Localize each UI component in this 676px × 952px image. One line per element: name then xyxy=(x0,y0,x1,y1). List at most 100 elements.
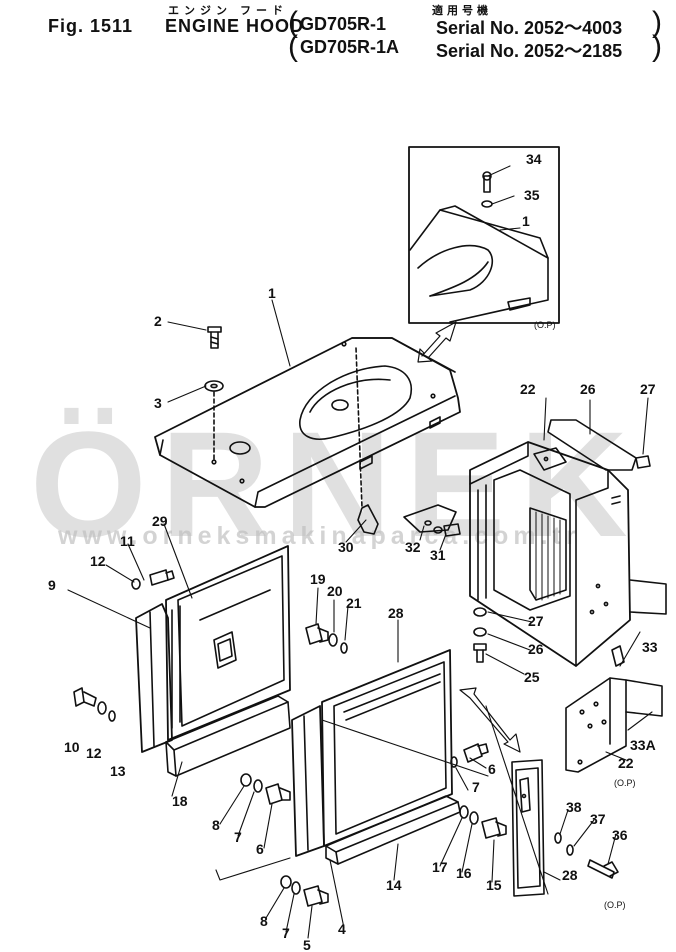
bolt-15 xyxy=(481,817,507,839)
bolt-23 xyxy=(473,643,487,663)
callout-14: 14 xyxy=(386,877,402,893)
callout-3: 3 xyxy=(154,395,162,411)
washer-38 xyxy=(554,832,562,844)
strip-26 xyxy=(547,419,637,471)
leader-lines xyxy=(67,165,653,939)
callout-37: 37 xyxy=(590,811,606,827)
figure-number: Fig. 1511 xyxy=(48,16,134,36)
panel-33 xyxy=(629,579,667,615)
bolt-5 xyxy=(303,885,329,907)
callout-28: 28 xyxy=(388,605,404,621)
figure-header: Fig. 1511 エンジン フード ENGINE HOOD ( ( 適用号機 … xyxy=(0,0,676,63)
callout-32: 32 xyxy=(405,539,421,555)
watermark-logo: ÖRNEK xyxy=(30,400,642,568)
callout-31: 31 xyxy=(430,547,446,563)
bracket-left-1: ( xyxy=(288,6,298,39)
serial-range-1: Serial No. 2052～4003 xyxy=(436,18,623,38)
callout-29: 29 xyxy=(152,513,168,529)
callout-labels: 34 35 1 1 2 3 22 26 27 29 11 12 9 19 20 … xyxy=(48,151,658,952)
washer-21 xyxy=(340,642,348,654)
washer-12b xyxy=(97,701,107,715)
callout-22: 22 xyxy=(520,381,536,397)
washer-8 xyxy=(240,773,252,787)
callout-33A: 33A xyxy=(630,737,656,753)
callout-10: 10 xyxy=(64,739,80,755)
bolt-2 xyxy=(207,326,222,349)
engine-hood xyxy=(154,337,461,508)
side-door-28 xyxy=(321,649,453,847)
bolt-27 xyxy=(635,455,651,469)
callout-38: 38 xyxy=(566,799,582,815)
arrow-door-to-option xyxy=(459,687,521,753)
radiator-guard-22 xyxy=(469,441,631,667)
callout-23: 25 xyxy=(524,669,540,685)
callout-22-option: 22 xyxy=(618,755,634,771)
callout-7: 7 xyxy=(472,779,480,795)
washer-37 xyxy=(566,844,574,856)
callout-15: 15 xyxy=(486,877,502,893)
callout-12: 12 xyxy=(90,553,106,569)
callout-18: 18 xyxy=(172,793,188,809)
washer-13 xyxy=(108,710,116,722)
callout-6: 6 xyxy=(488,761,496,777)
callout-6b: 6 xyxy=(256,841,264,857)
callout-5: 5 xyxy=(303,937,311,952)
callout-16: 16 xyxy=(456,865,472,881)
detail-inset-hood xyxy=(408,146,560,324)
arrow-detail-to-hood xyxy=(417,321,457,363)
washer-24 xyxy=(473,627,487,637)
callout-7b: 7 xyxy=(234,829,242,845)
washer-8b xyxy=(280,875,292,889)
washer-7 xyxy=(450,756,458,768)
callout-19: 19 xyxy=(310,571,326,587)
bracket-32 xyxy=(403,504,457,533)
option-mark-3: (O.P) xyxy=(604,900,626,910)
optional-panel-33A xyxy=(565,645,663,773)
callout-2: 2 xyxy=(154,313,162,329)
callout-17: 17 xyxy=(432,859,448,875)
callout-12b: 12 xyxy=(86,745,102,761)
callout-13: 13 xyxy=(110,763,126,779)
bolt-36 xyxy=(587,859,619,879)
side-panel-9 xyxy=(135,603,173,753)
callout-11: 11 xyxy=(120,533,135,549)
option-mark-1: (O.P) xyxy=(534,320,556,330)
latch-30 xyxy=(355,347,379,535)
optional-door-28 xyxy=(511,759,545,897)
callout-9: 9 xyxy=(48,577,56,593)
callout-35: 35 xyxy=(524,187,540,203)
callout-1: 1 xyxy=(268,285,276,301)
washer-17 xyxy=(459,805,469,819)
bolt-31 xyxy=(433,523,461,537)
washer-12 xyxy=(131,578,141,590)
callout-8: 8 xyxy=(212,817,220,833)
bolt-19 xyxy=(305,623,329,645)
washer-20 xyxy=(328,633,338,647)
callout-8b: 8 xyxy=(260,913,268,929)
callout-4: 4 xyxy=(338,921,346,937)
model-1: GD705R-1 xyxy=(300,14,387,34)
callout-21: 21 xyxy=(346,595,362,611)
callout-34: 34 xyxy=(526,151,542,167)
callout-26: 26 xyxy=(580,381,596,397)
callout-25: 27 xyxy=(528,613,544,629)
callout-33: 33 xyxy=(642,639,658,655)
washer-16 xyxy=(469,811,479,825)
washer-7b xyxy=(253,779,263,793)
callout-20: 20 xyxy=(327,583,343,599)
washer-7c xyxy=(291,881,301,895)
title-japanese: エンジン フード xyxy=(168,5,289,17)
washer-25 xyxy=(473,607,487,617)
bolt-6 xyxy=(463,743,489,763)
bolt-11 xyxy=(149,569,175,586)
callout-7c: 7 xyxy=(282,925,290,941)
side-door-29 xyxy=(165,545,291,741)
bracket-left-2: ( xyxy=(288,30,298,63)
bolt-6b xyxy=(265,783,291,805)
side-panel-4 xyxy=(291,705,325,857)
callout-28-option: 28 xyxy=(562,867,578,883)
callout-24: 26 xyxy=(528,641,544,657)
bracket-18 xyxy=(165,695,291,777)
callout-36: 36 xyxy=(612,827,628,843)
